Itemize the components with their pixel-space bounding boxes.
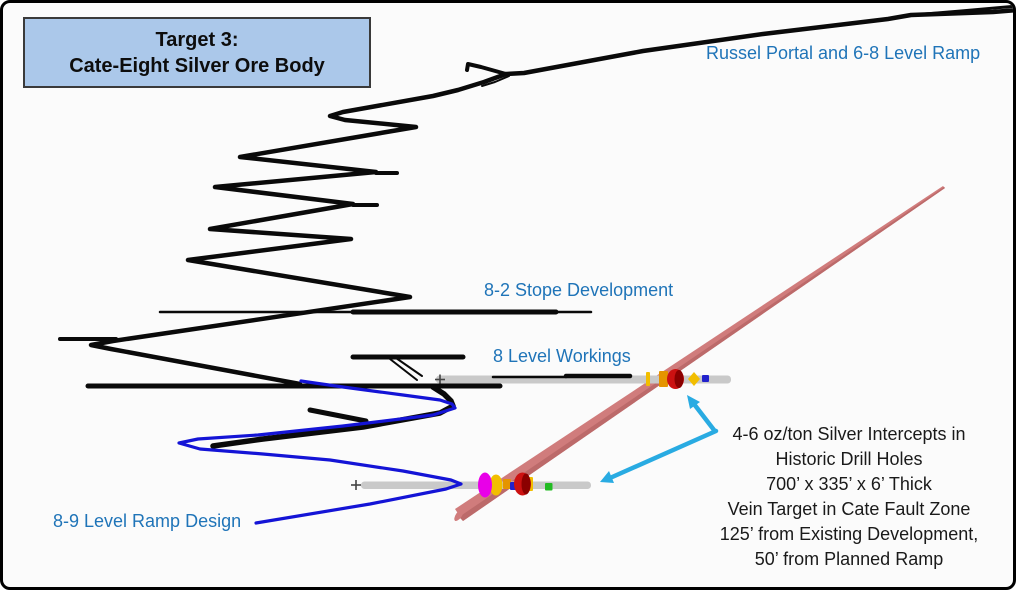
title-line-1: Target 3: [155,28,239,51]
drill-markers [478,369,709,498]
label-8-level-workings: 8 Level Workings [493,346,631,366]
label-stope-development: 8-2 Stope Development [484,280,674,300]
lower-drill-hole-trace [361,481,591,489]
upper-collar-cross-icon [435,374,445,385]
lower-marker-yellow-disc [489,474,503,496]
lower-marker-orange [503,479,511,489]
callout-arrows [600,395,719,483]
intercept-annotation: 4-6 oz/ton Silver Intercepts in Historic… [698,422,1000,572]
annotation-line-3: 700’ x 335’ x 6’ Thick [766,474,932,494]
title-box: Target 3: Cate-Eight Silver Ore Body [23,17,371,88]
upper-marker-orange [659,371,668,387]
portal-upper-branch [911,4,1013,17]
diagram-graphics [58,4,1013,525]
lower-marker-magenta-disc [478,472,492,498]
vein-target-band [454,186,945,521]
crosscut-connector-a [389,358,418,381]
lower-marker-green-square [545,483,553,491]
upper-marker-yellow-diamond [688,372,700,386]
label-ramp-design: 8-9 Level Ramp Design [53,511,242,531]
upper-arrow-shaft [691,401,717,433]
annotation-line-5: 125’ from Existing Development, [719,524,979,544]
planned-ramp [177,379,463,525]
ramp-spur [465,62,508,76]
label-russel-portal: Russel Portal and 6-8 Level Ramp [706,43,981,63]
lower-marker-red-disc-shade [521,473,531,495]
portal-ramp-zigzag [88,8,1013,387]
annotation-line-1: 4-6 oz/ton Silver Intercepts in [732,424,966,444]
ramp-design-line [177,379,463,525]
annotation-line-4: Vein Target in Cate Fault Zone [727,499,971,519]
lower-collar-cross-icon [351,480,361,490]
upper-arrowhead-icon [687,395,700,409]
upper-marker-yellow-tick [646,372,650,386]
upper-marker-blue-tick [702,375,709,382]
upper-marker-red-disc-shade [674,370,684,388]
lower-arrowhead-icon [600,471,614,483]
existing-workings [58,4,1013,449]
annotation-line-6: 50’ from Planned Ramp [754,549,944,569]
crosscut-connector-b [395,357,423,377]
ramp-spur-loop [481,75,510,87]
vein-band-edge [459,187,945,521]
vein-band-end-cap [454,509,464,521]
lower-working-stub [307,407,369,424]
lower-arrow-shaft [607,428,719,481]
annotation-line-2: Historic Drill Holes [775,449,923,469]
title-line-2: Cate-Eight Silver Ore Body [69,54,325,77]
